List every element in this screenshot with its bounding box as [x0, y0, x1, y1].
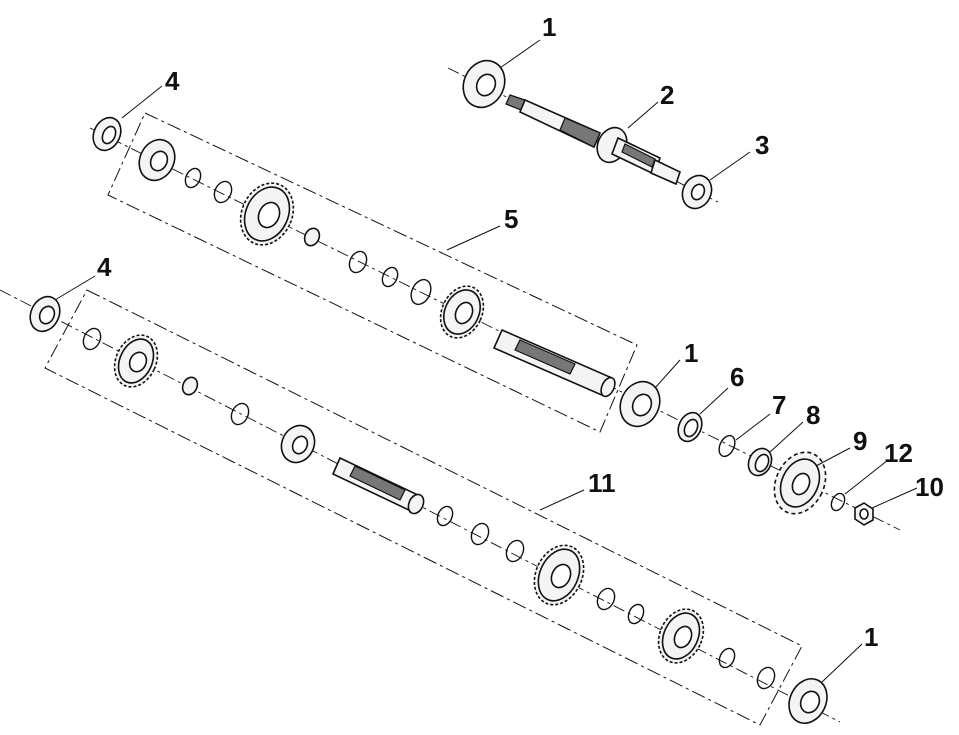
callout-2: 2 [660, 80, 674, 110]
callout-12: 12 [884, 438, 913, 468]
upper-bushing [303, 227, 321, 247]
lower-countershaft [331, 456, 425, 515]
callout-5: 5 [504, 204, 518, 234]
bearing-4-bottom [29, 295, 61, 333]
lower-dog-gear [280, 424, 316, 464]
bearing-3 [681, 174, 713, 210]
collar-8 [747, 447, 773, 477]
upper-gear-large [239, 182, 295, 246]
callout-1-bottom: 1 [864, 622, 878, 652]
upper-shaft-axis [89, 127, 901, 531]
callout-4-bottom: 4 [97, 252, 112, 282]
callout-6: 6 [730, 362, 744, 392]
upper-dog-gear [138, 138, 176, 182]
callout-8: 8 [806, 400, 820, 430]
lower-washer-f [756, 666, 776, 690]
upper-gear-medium [439, 285, 485, 339]
lower-shaft-assembly-box [44, 289, 803, 726]
lower-bushing [181, 376, 199, 396]
bearing-1-bottom [788, 678, 828, 724]
upper-washer-a [213, 180, 233, 204]
callout-3: 3 [755, 130, 769, 160]
callout-7: 7 [772, 390, 786, 420]
bearing-4-top [92, 116, 122, 152]
lower-washer-a [82, 327, 102, 351]
lower-circlip-b [627, 603, 645, 625]
upper-washer-c [410, 278, 432, 306]
lower-circlip-a [436, 505, 454, 527]
lower-gear-large [533, 544, 585, 606]
lower-washer-d [505, 539, 525, 563]
lower-gear-a [113, 334, 159, 388]
upper-washer-b [348, 250, 368, 274]
callout-11: 11 [588, 468, 616, 498]
upper-shaft-assembly-box [107, 112, 638, 433]
callout-10: 10 [915, 472, 944, 502]
o-ring-7 [718, 434, 736, 458]
nut-10 [854, 502, 874, 526]
callout-9: 9 [853, 426, 867, 456]
lower-gear-b [657, 608, 705, 664]
upper-output-shaft [492, 328, 616, 398]
leader-lines [54, 39, 918, 683]
lower-circlip-c [718, 647, 736, 669]
callout-4-top: 4 [165, 66, 180, 96]
upper-circlip-b [381, 266, 399, 288]
callout-1-middle: 1 [684, 338, 698, 368]
oil-seal-6 [677, 411, 703, 443]
lower-washer-c [470, 522, 490, 546]
upper-circlip-a [184, 167, 202, 189]
main-shaft-2 [505, 94, 681, 186]
lower-washer-b [230, 402, 250, 426]
callout-1-top: 1 [542, 12, 556, 42]
lower-shaft-axis [0, 289, 841, 723]
sprocket-9 [773, 451, 827, 515]
bearing-1-top [462, 59, 506, 109]
washer-12 [830, 492, 846, 512]
bearing-1-middle [619, 380, 661, 428]
lower-washer-e [596, 587, 616, 611]
